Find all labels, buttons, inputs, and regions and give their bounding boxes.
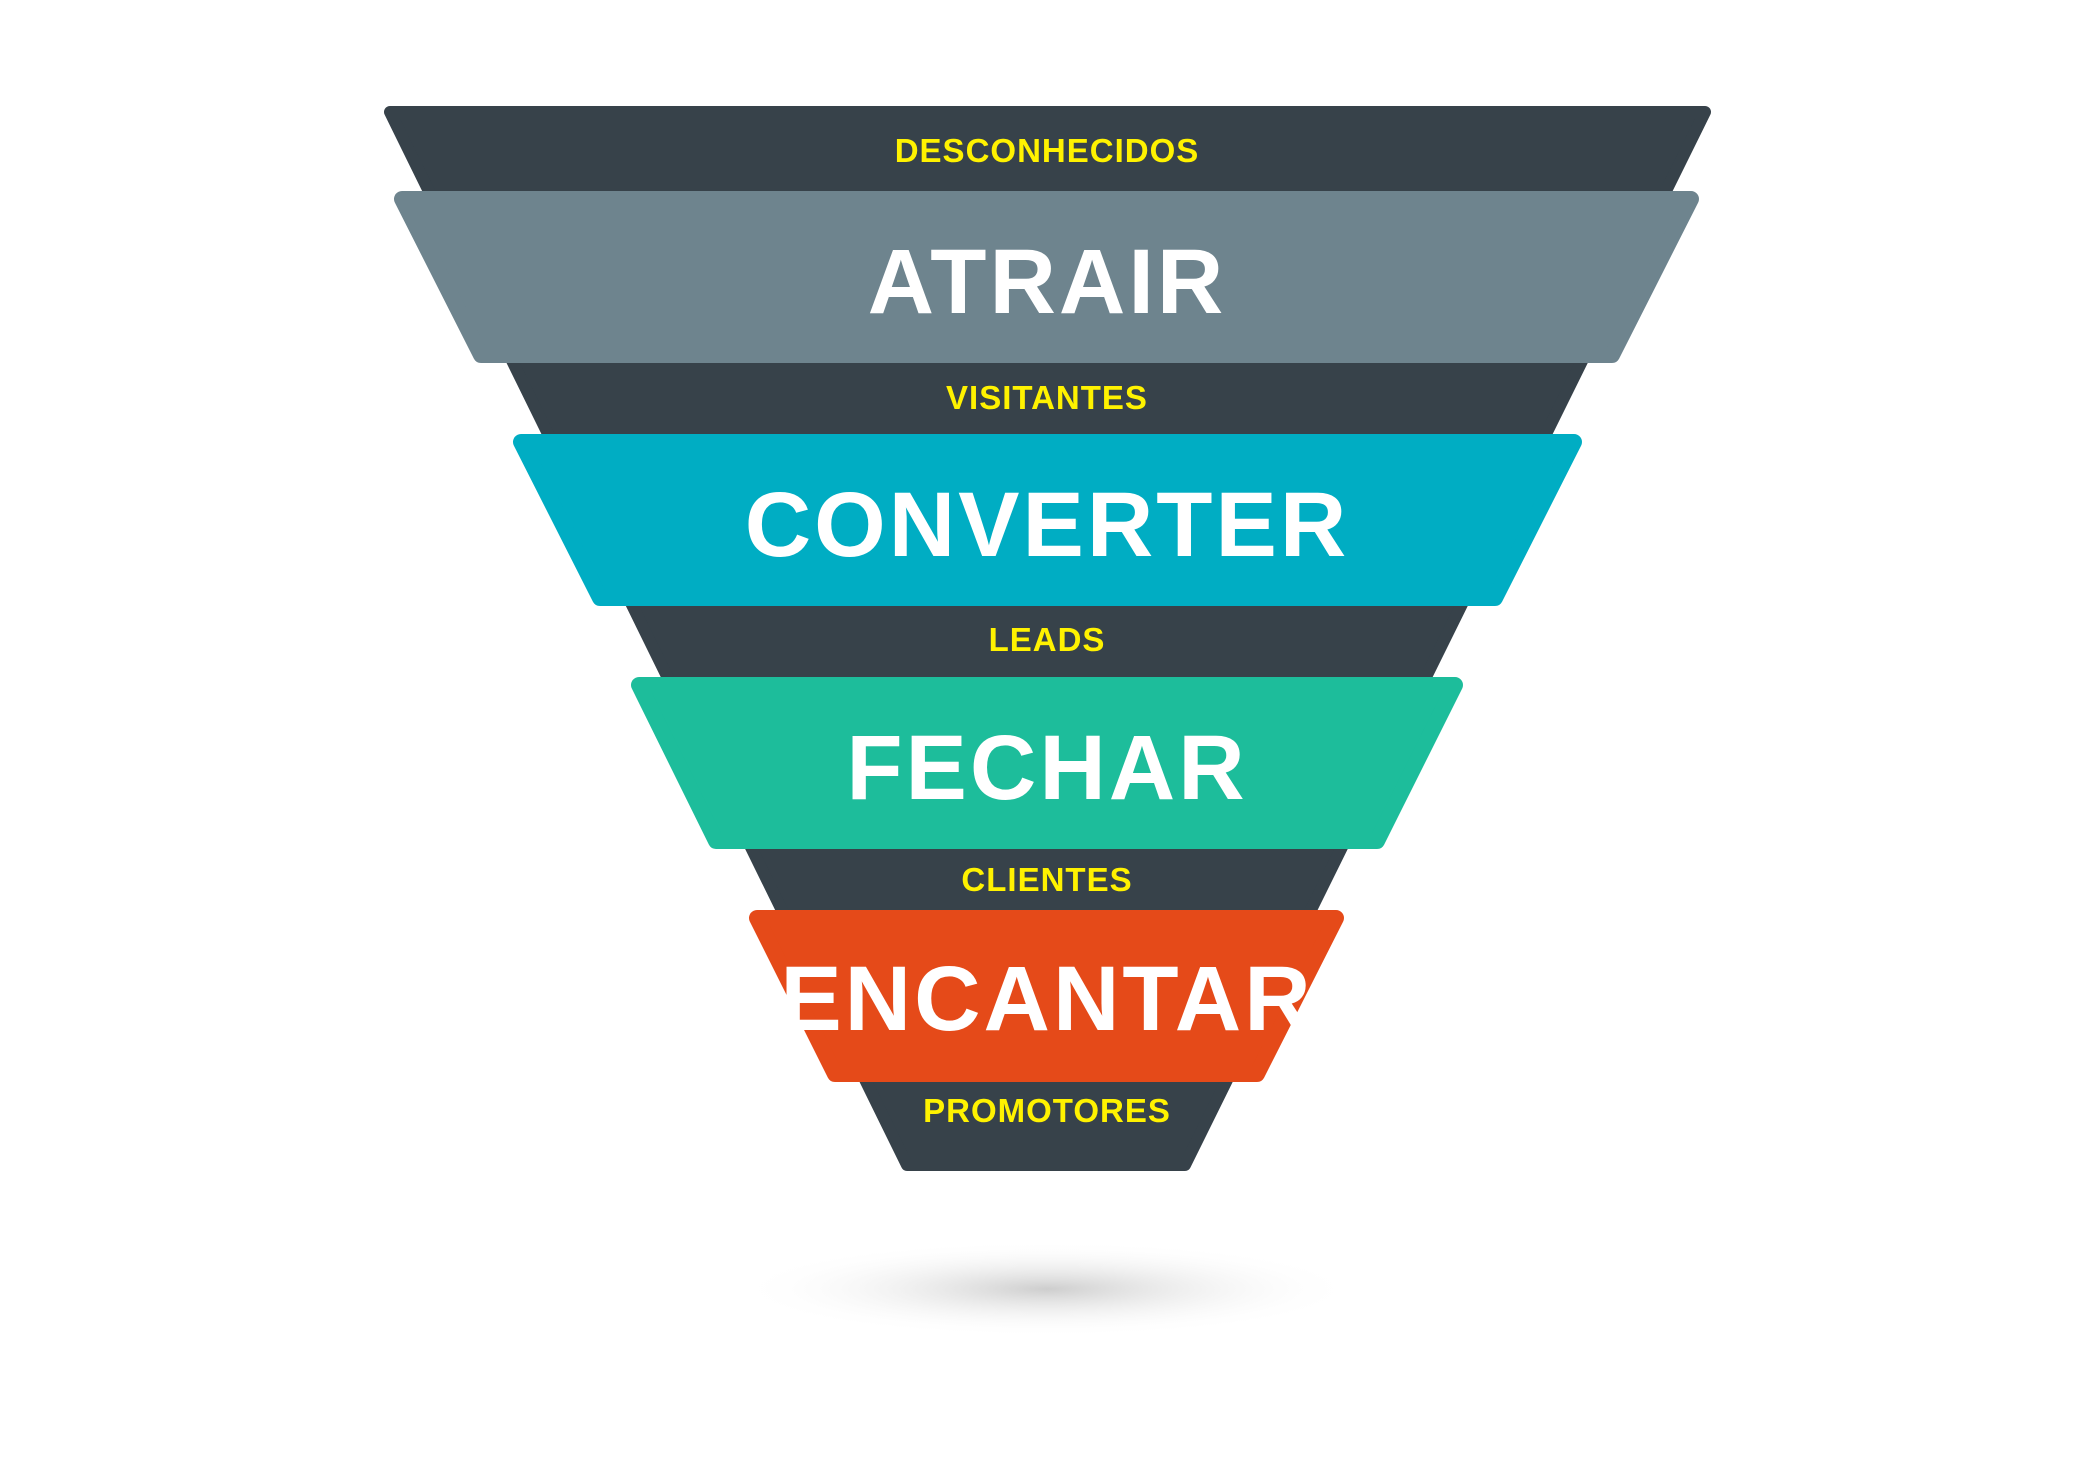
stage-band-converter <box>513 434 1582 606</box>
stage-label-converter: CONVERTER <box>745 474 1350 576</box>
audience-label-clientes: CLIENTES <box>961 861 1132 898</box>
audience-label-visitantes: VISITANTES <box>946 379 1148 416</box>
stage-band-fechar <box>631 677 1463 849</box>
stage-band-atrair <box>394 191 1699 363</box>
funnel-shadow <box>737 1241 1357 1337</box>
audience-label-desconhecidos: DESCONHECIDOS <box>895 132 1200 169</box>
stage-label-fechar: FECHAR <box>846 717 1247 819</box>
stage-label-encantar: ENCANTAR <box>780 948 1313 1050</box>
stage-band-encantar <box>749 910 1344 1082</box>
stage-label-atrair: ATRAIR <box>868 231 1227 333</box>
audience-label-promotores: PROMOTORES <box>923 1092 1171 1129</box>
audience-label-leads: LEADS <box>989 621 1106 658</box>
